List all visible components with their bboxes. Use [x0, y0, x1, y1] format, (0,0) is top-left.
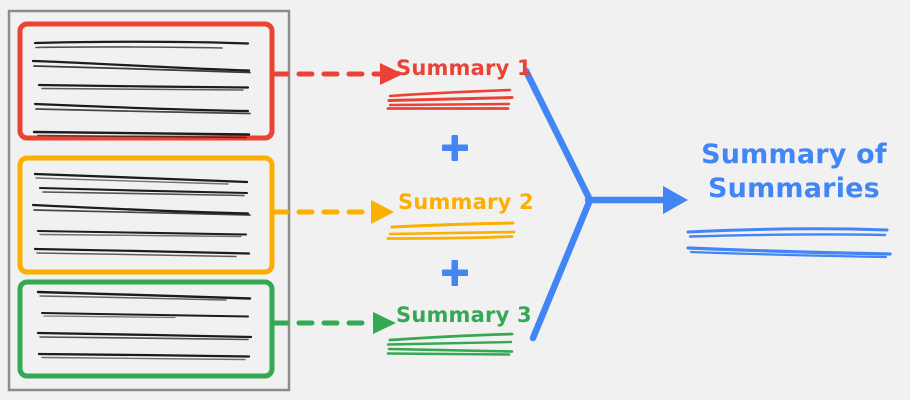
merge-branch-bottom: [529, 196, 594, 342]
dashed-arrow-1-head: [380, 63, 403, 85]
summary-2-label: Summary 2: [398, 190, 534, 214]
dashed-arrow-1: [271, 63, 403, 85]
merge-arrow-head: [663, 186, 688, 214]
summary-1-text-lines: [386, 88, 514, 110]
chunk-2[interactable]: [17, 155, 275, 275]
chunk-2-border: [17, 155, 275, 275]
chunk-3-text-lines: [36, 290, 253, 361]
final-summary-label: Summary of Summaries: [700, 138, 888, 206]
dashed-arrow-2: [271, 200, 394, 224]
source-document-border: [7, 9, 291, 392]
chunk-1-text-lines: [31, 40, 251, 139]
final-summary-label-line-1: Summary of: [701, 139, 887, 170]
merge-arrow: [522, 67, 688, 342]
plus-1-icon: [442, 135, 468, 161]
dashed-arrow-3-head: [373, 312, 396, 334]
dashed-arrow-2-head: [371, 200, 394, 224]
chunk-2-text-lines: [31, 172, 251, 258]
merge-branch-top: [522, 67, 594, 204]
chunk-3-border: [17, 279, 275, 379]
final-summary-label-line-2: Summaries: [708, 173, 880, 204]
summary-2-text-lines: [386, 221, 516, 240]
summary-1-label: Summary 1: [396, 56, 532, 80]
chunk-3[interactable]: [17, 279, 275, 379]
final-text-lines: [686, 227, 892, 259]
dashed-arrow-3: [271, 312, 396, 334]
summary-3-text-lines: [386, 332, 514, 356]
plus-2-icon: [442, 260, 468, 286]
chunk-1-border: [17, 21, 275, 141]
summary-3-label: Summary 3: [396, 303, 532, 327]
chunk-1[interactable]: [17, 21, 275, 141]
